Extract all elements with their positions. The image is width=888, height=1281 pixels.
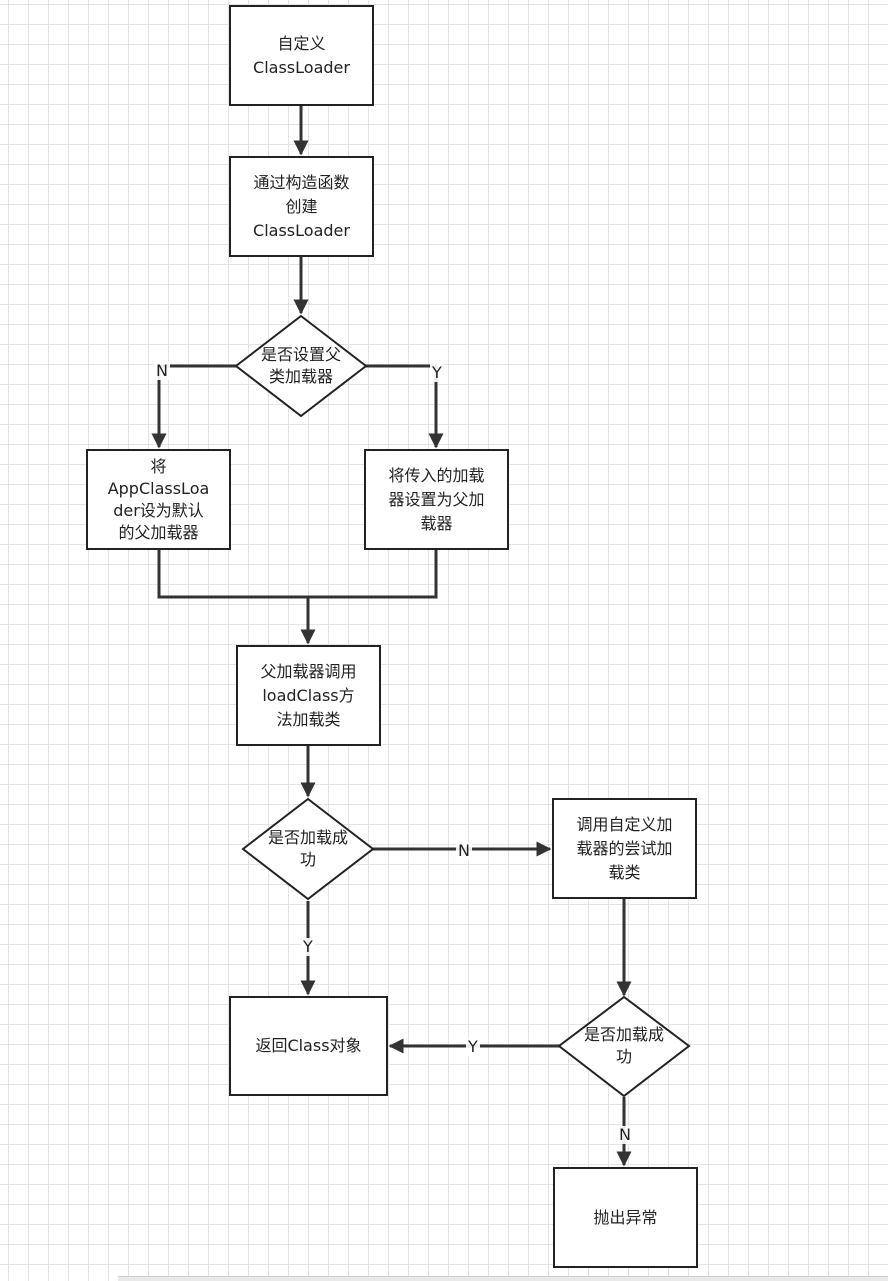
node-parent-load-class: 父加载器调用 loadClass方 法加载类 [236,645,381,746]
canvas-bottom-edge [118,1276,888,1281]
edge-merge [157,549,438,599]
decision-diamond-success-1 [241,797,375,901]
edge-label-parent-no: N [154,361,170,380]
decision-diamond-success-2 [557,995,691,1098]
edge-label-success1-yes: Y [301,937,315,956]
node-throw-exception: 抛出异常 [553,1167,698,1268]
edge-decision-no [151,364,238,449]
node-custom-try-load: 调用自定义加 载器的尝试加 载类 [552,798,697,899]
edge-label-success1-no: N [456,841,472,860]
node-set-passed-loader-parent: 将传入的加载 器设置为父加 载器 [364,449,509,550]
edge-label-success2-yes: Y [466,1037,480,1056]
decision-diamond-parent [234,314,368,418]
edge-decision-yes [364,364,444,449]
edge-label-success2-no: N [617,1125,633,1144]
node-set-app-loader-default: 将 AppClassLoa der设为默认 的父加载器 [86,449,231,550]
edge-label-parent-yes: Y [430,363,444,382]
node-return-class-object: 返回Class对象 [229,996,388,1096]
decision-label-success-1: 是否加载成 功 [267,828,348,869]
node-custom-classloader: 自定义 ClassLoader [229,5,374,106]
decision-label-parent: 是否设置父 类加载器 [260,345,341,386]
decision-label-success-2: 是否加载成 功 [583,1025,664,1066]
node-create-via-constructor: 通过构造函数 创建 ClassLoader [229,156,374,257]
